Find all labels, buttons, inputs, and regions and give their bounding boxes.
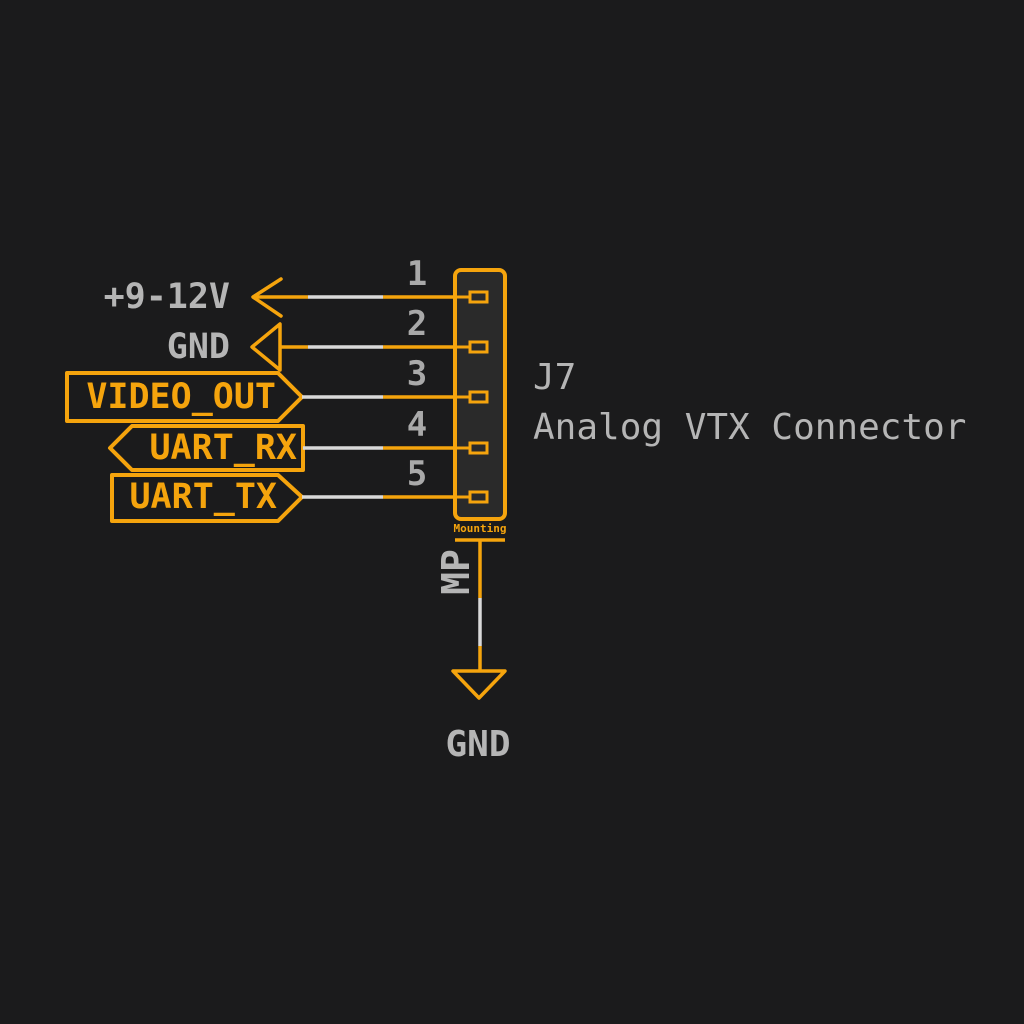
pin-socket-icon bbox=[457, 340, 489, 354]
hierarchical-label-shape bbox=[110, 473, 304, 523]
net-triangle-arrow-icon bbox=[250, 322, 282, 372]
net-label-power: +9-12V bbox=[103, 277, 230, 317]
gnd-symbol-icon bbox=[451, 669, 507, 700]
pin-number-1: 1 bbox=[406, 254, 428, 294]
hier-label-video-out: VIDEO_OUT bbox=[86, 377, 276, 417]
hierarchical-label-shape bbox=[65, 371, 304, 423]
pin-socket-icon bbox=[457, 290, 489, 304]
hier-label-uart-tx: UART_TX bbox=[129, 477, 277, 517]
refdes-label: J7 bbox=[533, 356, 577, 398]
gnd-power-label: GND bbox=[445, 723, 511, 765]
net-label-gnd: GND bbox=[166, 327, 230, 367]
pin-number-4: 4 bbox=[406, 405, 428, 445]
connector-description-label: Analog VTX Connector bbox=[533, 406, 967, 448]
connector-body bbox=[453, 268, 507, 521]
hierarchical-label-shape bbox=[108, 424, 305, 472]
pin-socket-icon bbox=[457, 390, 489, 404]
pin-number-5: 5 bbox=[406, 454, 428, 494]
pin-number-3: 3 bbox=[406, 354, 428, 394]
mounting-pin-name-label: Mounting bbox=[453, 521, 507, 535]
mounting-pin-designator-label: MP bbox=[434, 549, 478, 595]
pin-socket-icon bbox=[457, 490, 489, 504]
pin-number-2: 2 bbox=[406, 304, 428, 344]
pin-socket-icon bbox=[457, 441, 489, 455]
hier-label-uart-rx: UART_RX bbox=[149, 428, 297, 468]
